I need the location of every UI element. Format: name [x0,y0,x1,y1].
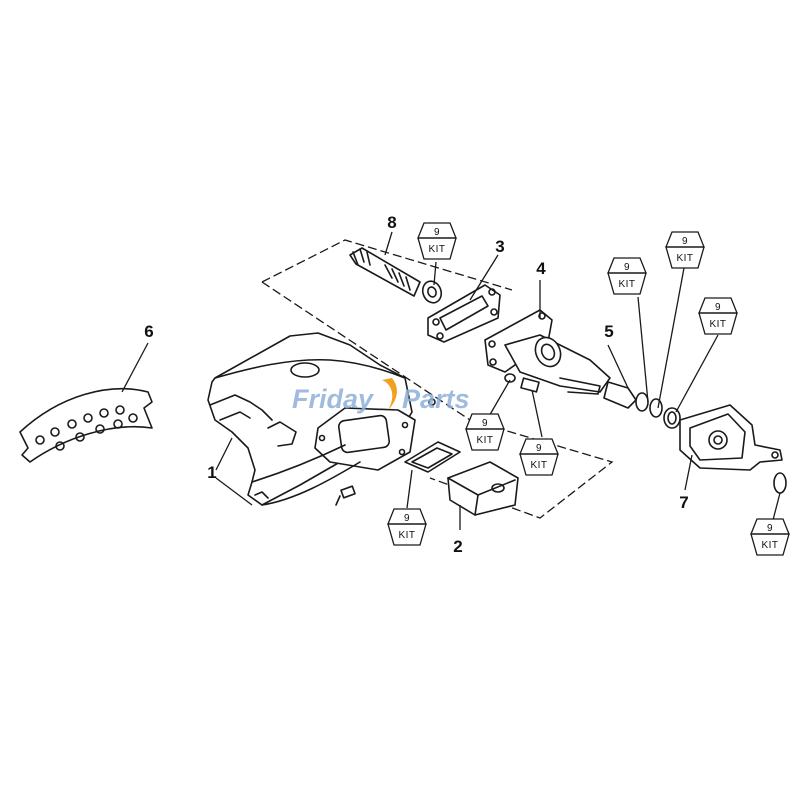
assembly-dashed-outline [261,239,614,519]
svg-text:KIT: KIT [618,279,635,290]
part-8-guide-pin [349,247,443,304]
svg-text:KIT: KIT [676,253,693,264]
small-washer [428,398,436,406]
fridayparts-watermark-logo: Friday Parts [292,378,470,414]
kit-badge: 9 KIT [750,518,790,556]
kit-badge: 9 KIT [465,413,505,451]
part-5-piston [603,381,637,409]
callout-3: 3 [495,237,504,256]
svg-text:9: 9 [482,418,488,429]
small-o-ring [773,472,787,494]
svg-text:9: 9 [434,227,440,238]
logo-swoosh-icon [382,378,397,410]
svg-text:Parts: Parts [402,384,470,414]
seal-rings [635,392,681,429]
svg-text:KIT: KIT [709,319,726,330]
kit-badge: 9 KIT [698,297,738,335]
kit-badge: 9 KIT [607,257,647,295]
svg-text:9: 9 [404,513,410,524]
svg-text:KIT: KIT [398,530,415,541]
svg-text:KIT: KIT [476,435,493,446]
callout-6: 6 [144,322,153,341]
part-small-bolt [335,485,356,506]
callout-5: 5 [604,322,613,341]
leader-lines [121,231,781,530]
callout-8: 8 [387,213,396,232]
svg-text:Friday: Friday [292,384,375,414]
kit-badge: 9 KIT [665,231,705,269]
part-1-caliper-housing [207,332,416,506]
callout-numbers: 1 2 3 4 5 6 7 8 [144,213,688,556]
callout-7: 7 [679,493,688,512]
part-4-actuator-lever [484,309,611,395]
svg-text:KIT: KIT [530,460,547,471]
svg-text:9: 9 [767,523,773,534]
part-3-gasket [427,284,501,343]
svg-text:9: 9 [624,262,630,273]
svg-text:KIT: KIT [761,540,778,551]
part-7-cover-plate [679,404,783,471]
part-2-seal [404,441,461,473]
part-2-piston-cap [447,461,519,516]
callout-4: 4 [536,259,546,278]
kit-badge: 9 KIT [417,222,457,260]
callout-2: 2 [453,537,462,556]
svg-text:9: 9 [715,302,721,313]
callout-1: 1 [207,463,216,482]
svg-text:9: 9 [536,443,542,454]
svg-text:KIT: KIT [428,244,445,255]
svg-text:9: 9 [682,236,688,247]
kit-badge: 9 KIT [519,438,559,476]
kit-badge: 9 KIT [387,508,427,546]
part-6-brake-pad [19,387,153,463]
